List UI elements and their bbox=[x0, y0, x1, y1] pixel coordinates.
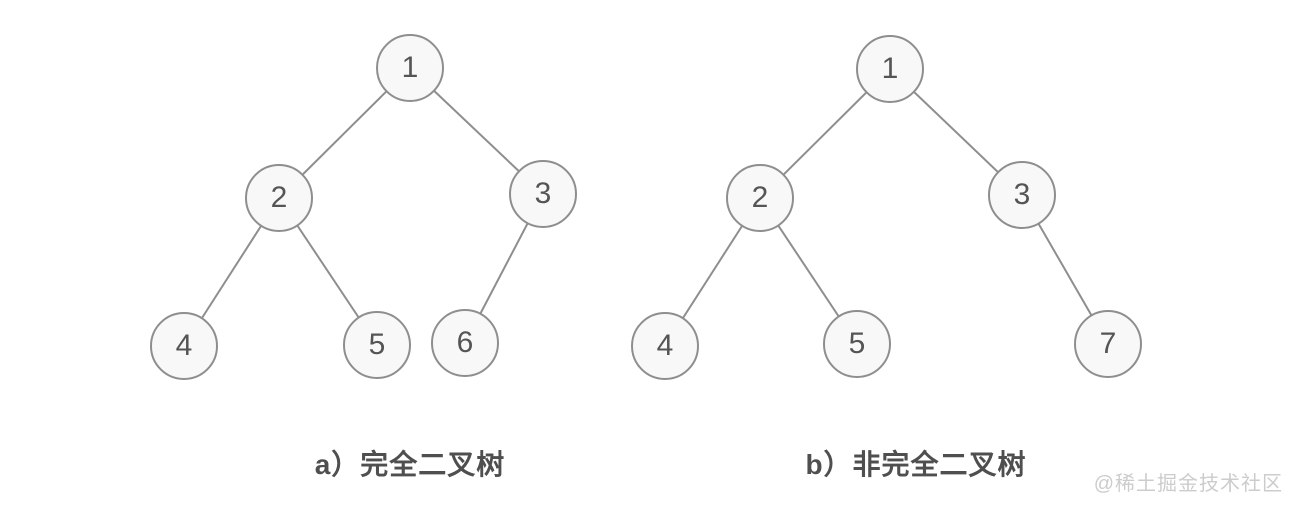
tree-b-node-2: 2 bbox=[726, 164, 794, 232]
caption-non-complete-binary-tree: b）非完全二叉树 bbox=[805, 449, 1027, 480]
watermark-juejin-community: @稀土掘金技术社区 bbox=[1093, 473, 1283, 495]
tree-b-node-4: 4 bbox=[631, 312, 699, 380]
tree-b-node-7: 7 bbox=[1074, 310, 1142, 378]
tree-a-node-3: 3 bbox=[509, 160, 577, 228]
tree-a-node-5: 5 bbox=[343, 311, 411, 379]
tree-a-node-4: 4 bbox=[150, 312, 218, 380]
tree-a-node-2: 2 bbox=[245, 164, 313, 232]
tree-a-node-1: 1 bbox=[376, 34, 444, 102]
caption-complete-binary-tree: a）完全二叉树 bbox=[314, 449, 506, 480]
tree-a-node-6: 6 bbox=[431, 309, 499, 377]
tree-b-node-3: 3 bbox=[988, 161, 1056, 229]
tree-b-node-5: 5 bbox=[823, 310, 891, 378]
tree-b-node-1: 1 bbox=[856, 35, 924, 103]
